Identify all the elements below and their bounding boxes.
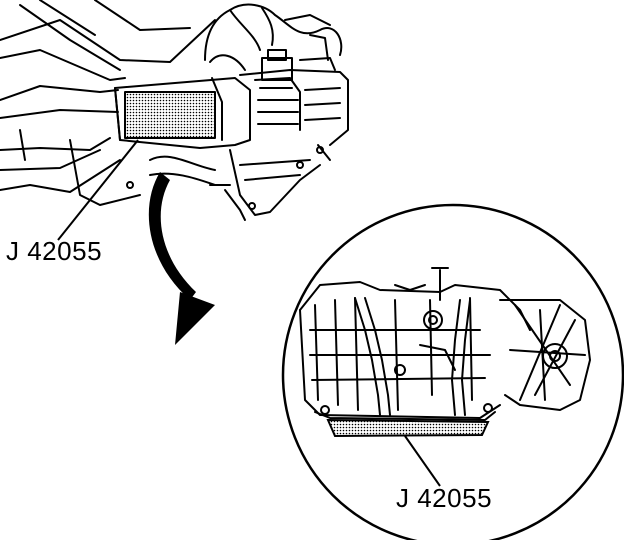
bottom-leader-line [404, 435, 441, 487]
curved-arrow-icon [148, 172, 215, 345]
top-leader-line [57, 139, 139, 241]
magnified-detail-view [281, 203, 624, 540]
tool-callout-bottom: J 42055 [396, 483, 493, 513]
tool-callout-top: J 42055 [6, 236, 103, 266]
vehicle-underside-view [0, 0, 349, 221]
